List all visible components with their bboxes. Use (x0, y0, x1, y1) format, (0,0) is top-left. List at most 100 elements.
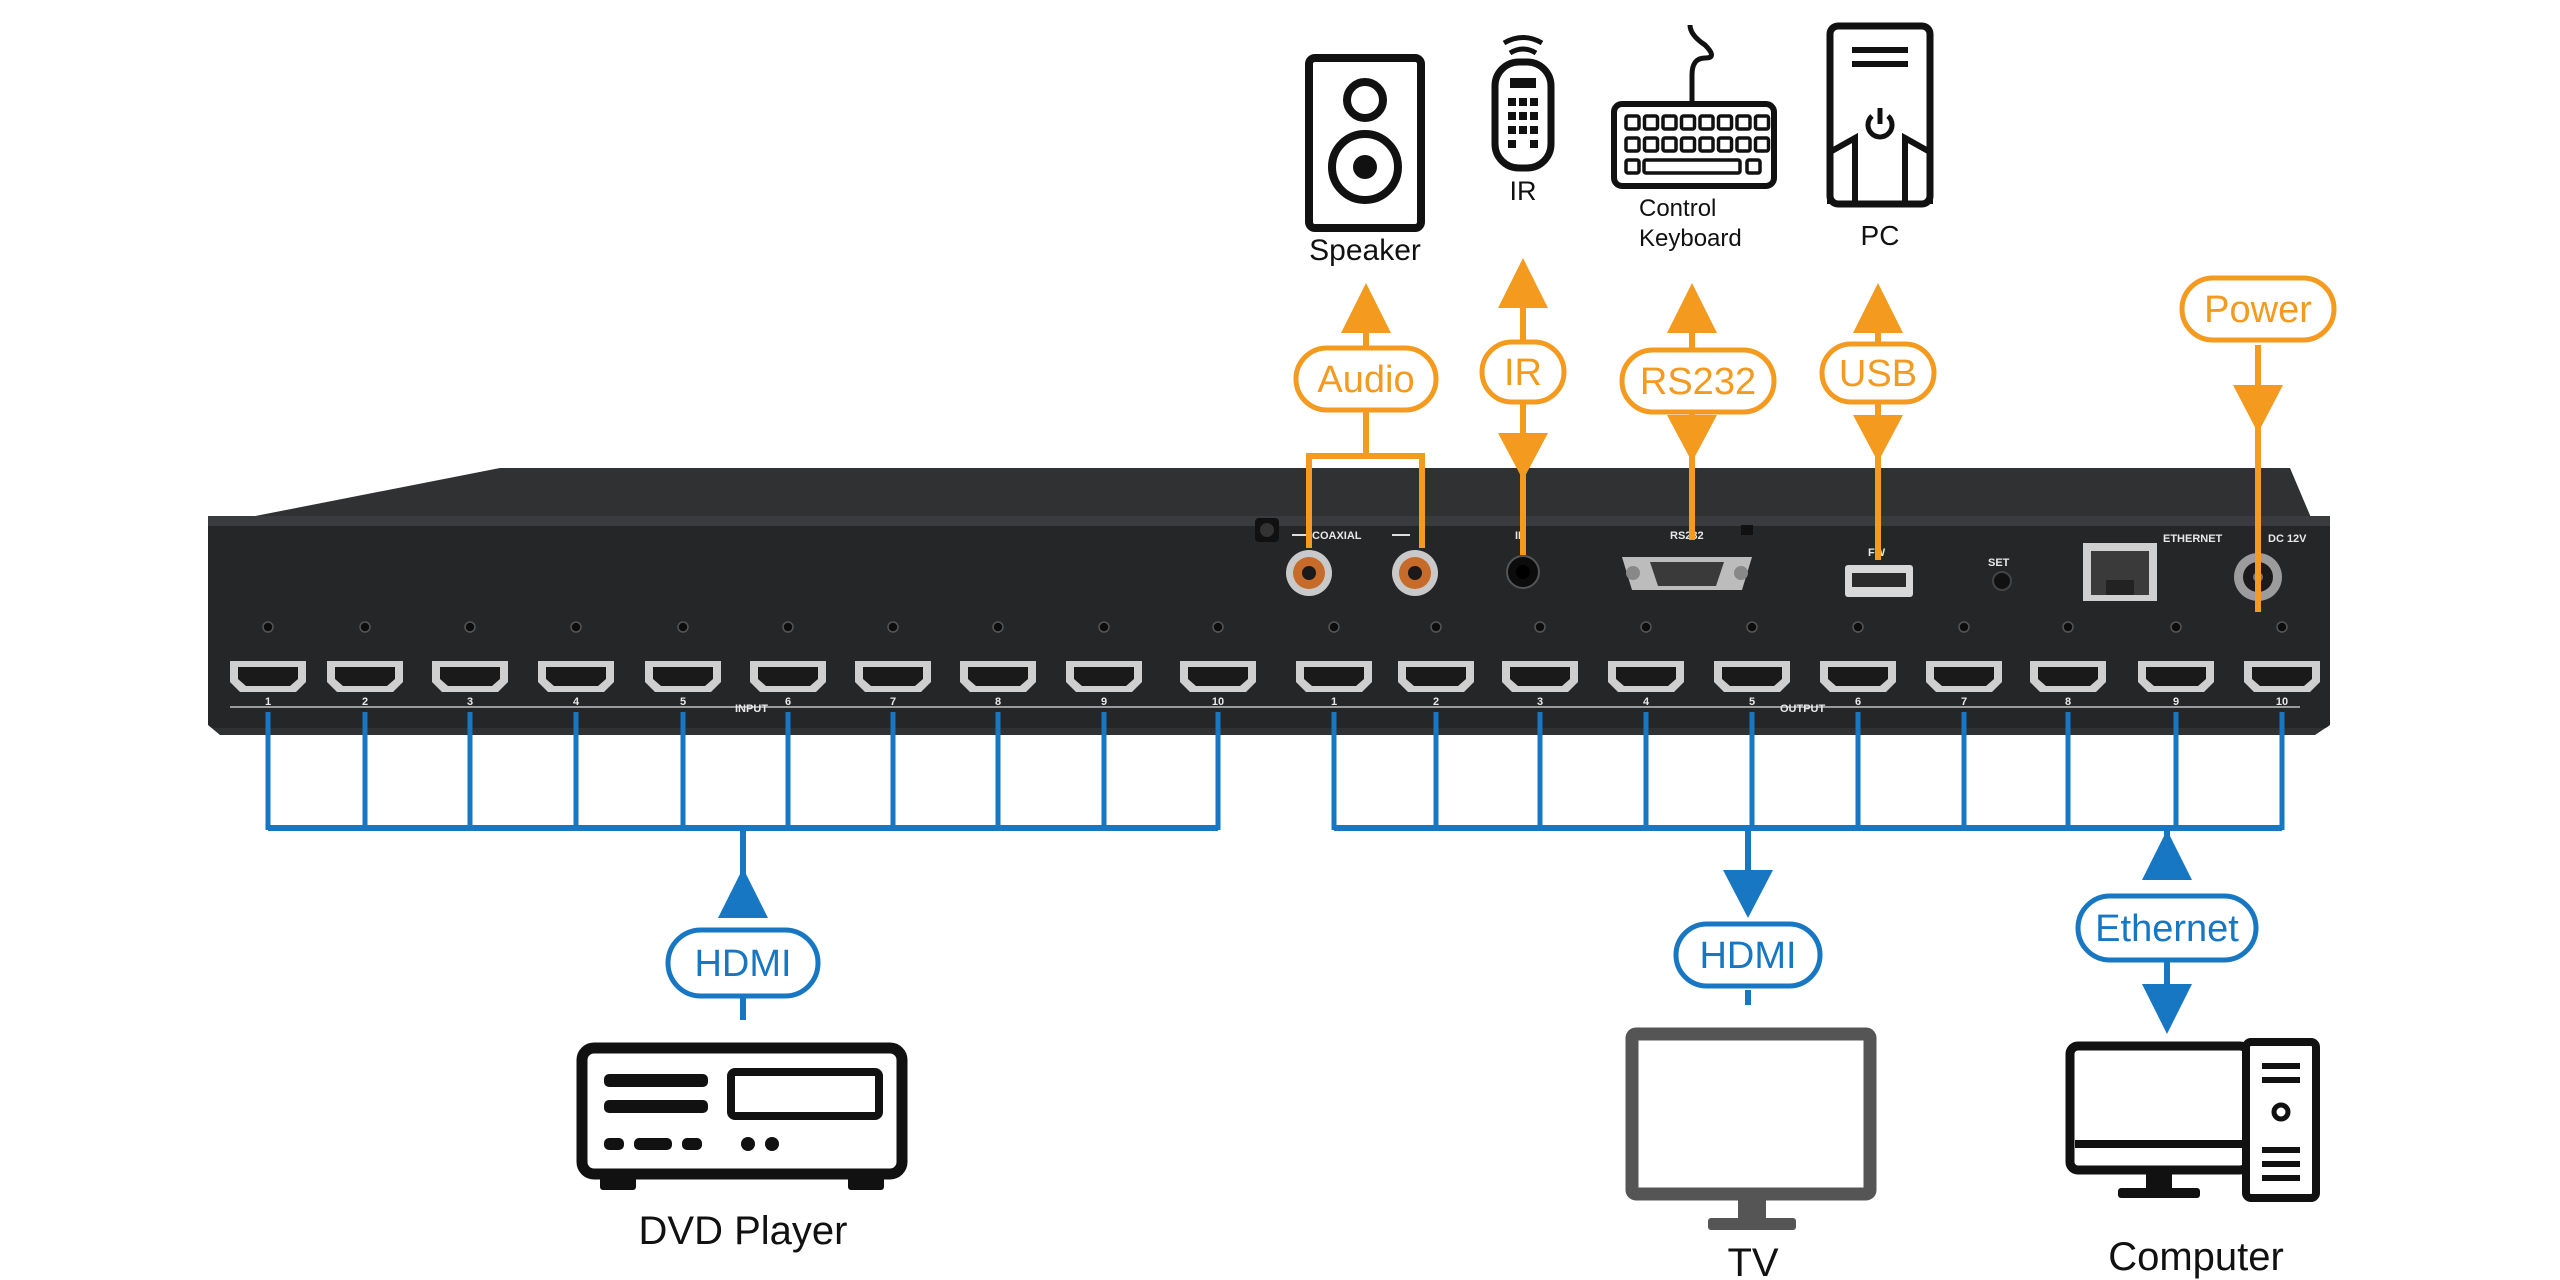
screw-hole (1098, 621, 1110, 633)
hdmi-input-port-number: 1 (265, 696, 271, 708)
hdmi-output-port-8 (2030, 661, 2106, 692)
screw-hole (1430, 621, 1442, 633)
screw-hole (359, 621, 371, 633)
keyboard-label-line1: Control (1639, 195, 1716, 222)
hdmi-output-port-9 (2138, 661, 2214, 692)
set-button: SET (1988, 557, 2012, 591)
keyboard-key (1735, 114, 1752, 131)
blue-arrowheads (718, 830, 2192, 1034)
hdmi-input-port-8 (960, 661, 1036, 692)
ethernet-port-label: ETHERNET (2163, 533, 2223, 545)
hdmi-output-port-4 (1608, 661, 1684, 692)
coaxial-label: COAXIAL (1312, 530, 1362, 542)
keyboard-key (1624, 136, 1641, 153)
ethernet-label-text: Ethernet (2095, 908, 2239, 950)
usb-label-text: USB (1839, 353, 1917, 395)
keyboard-key (1679, 114, 1697, 131)
speaker-label: Speaker (1309, 234, 1421, 267)
tv-icon (1625, 1027, 1877, 1230)
keyboard-key (1661, 136, 1678, 153)
hdmi-output-port-2 (1398, 661, 1474, 692)
hdmi-port-drop-lines (265, 712, 2285, 830)
set-button-label: SET (1988, 557, 2010, 569)
hdmi-output-port-6 (1820, 661, 1896, 692)
hdmi-output-port-5 (1714, 661, 1790, 692)
rs232-label-text: RS232 (1640, 361, 1756, 403)
screw-hole (570, 621, 582, 633)
rs232-link-label: RS232 (1619, 347, 1777, 415)
coaxial-jacks: COAXIAL (1255, 518, 1438, 596)
hdmi-output-port-1 (1296, 661, 1372, 692)
hdmi-input-link-label: HDMI (665, 927, 821, 999)
hdmi-output-port-number: 10 (2276, 696, 2288, 708)
hdmi-input-port-1 (230, 661, 306, 692)
screw-hole (887, 621, 899, 633)
pc-label: PC (1861, 220, 1900, 251)
hdmi-input-port-7 (855, 661, 931, 692)
power-label-text: Power (2204, 289, 2312, 331)
hdmi-input-port-number: 2 (362, 696, 368, 708)
hdmi-input-ports (230, 661, 1256, 692)
input-group-label: INPUT (735, 703, 768, 715)
power-link-label: Power (2179, 275, 2337, 343)
keyboard-icon (1611, 24, 1777, 189)
keyboard-key (1753, 136, 1771, 153)
rs232-port: RS232 (1622, 525, 1753, 590)
hdmi-input-port-number: 6 (785, 696, 791, 708)
keyboard-key (1753, 114, 1771, 131)
screw-hole (1212, 621, 1224, 633)
hdmi-output-port-7 (1926, 661, 2002, 692)
hdmi-input-port-number: 7 (890, 696, 896, 708)
hdmi-input-port-6 (750, 661, 826, 692)
dvd-player-icon (576, 1042, 908, 1190)
hdmi-output-port-number: 5 (1749, 696, 1755, 708)
hdmi-input-port-number: 5 (680, 696, 686, 708)
computer-icon (2065, 1038, 2320, 1202)
rs232-port-label: RS232 (1670, 530, 1704, 542)
hdmi-input-port-number: 10 (1212, 696, 1224, 708)
ir-remote-icon (1491, 35, 1555, 172)
keyboard-key (1698, 114, 1715, 131)
keyboard-key (1698, 136, 1715, 153)
screw-hole (1852, 621, 1864, 633)
keyboard-keys (1624, 114, 1771, 175)
screw-hole (782, 621, 794, 633)
ir-device-label: IR (1510, 176, 1537, 206)
computer-label: Computer (2108, 1235, 2284, 1279)
hdmi-output-port-number: 7 (1961, 696, 1967, 708)
keyboard-key (1642, 114, 1660, 131)
panel-screw-holes (262, 621, 2288, 633)
keyboard-key (1735, 136, 1752, 153)
hdmi-input-port-4 (538, 661, 614, 692)
keyboard-spacebar (1642, 158, 1742, 175)
screw-hole (992, 621, 1004, 633)
hdmi-output-port-number: 1 (1331, 696, 1337, 708)
speaker-icon (1305, 54, 1425, 232)
hdmi-output-label-text: HDMI (1699, 935, 1796, 977)
hdmi-input-port-number: 3 (467, 696, 473, 708)
screw-hole (2170, 621, 2182, 633)
keyboard-key (1624, 158, 1641, 175)
keyboard-label-line2: Keyboard (1639, 225, 1742, 252)
hdmi-output-port-number: 3 (1537, 696, 1543, 708)
keyboard-key (1716, 114, 1734, 131)
screw-hole (2276, 621, 2288, 633)
ethernet-port: ETHERNET (2083, 533, 2223, 601)
hdmi-input-port-number: 9 (1101, 696, 1107, 708)
hdmi-output-port-number: 2 (1433, 696, 1439, 708)
hdmi-input-port-2 (327, 661, 403, 692)
audio-label-text: Audio (1317, 359, 1414, 401)
orange-arrowheads (1341, 258, 2283, 480)
hdmi-input-port-number: 4 (573, 696, 580, 708)
screw-hole (1328, 621, 1340, 633)
hdmi-output-port-number: 8 (2065, 696, 2071, 708)
keyboard-key (1745, 158, 1762, 175)
hdmi-output-port-number: 9 (2173, 696, 2179, 708)
hdmi-input-label-text: HDMI (694, 943, 791, 985)
usb-link-label: USB (1819, 341, 1937, 405)
pc-tower-icon (1826, 22, 1934, 208)
keyboard-key (1716, 136, 1734, 153)
